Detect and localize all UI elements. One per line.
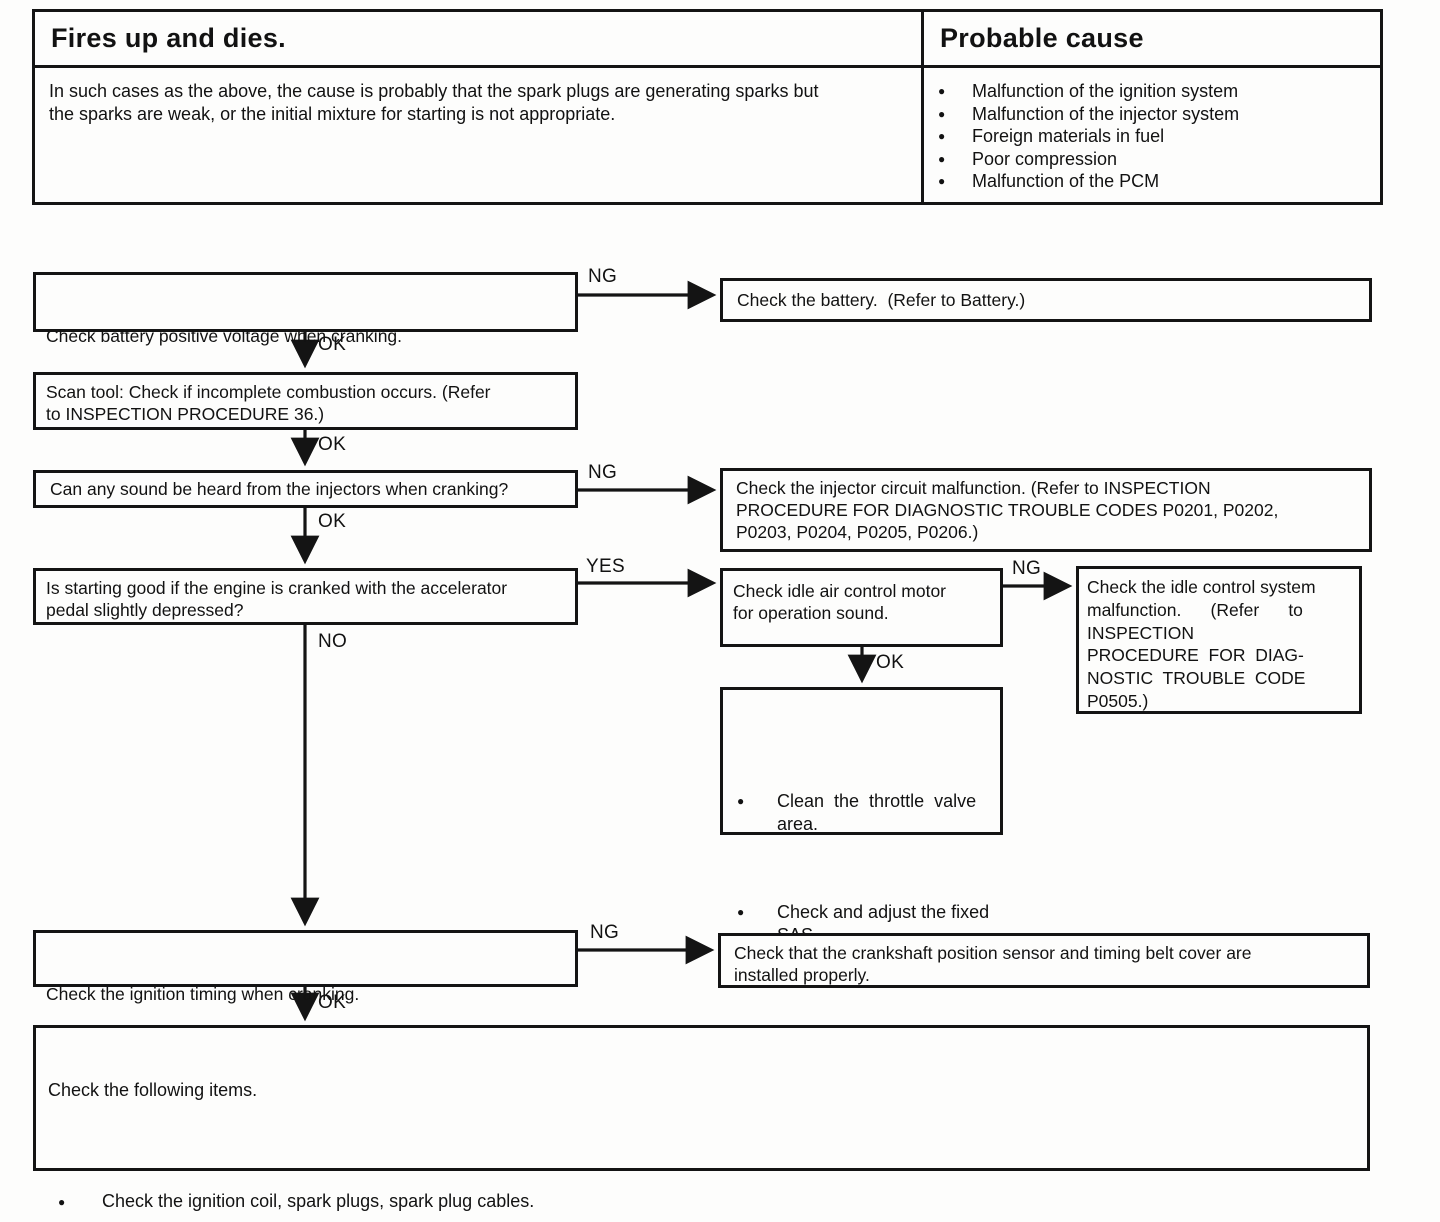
final-checks-title: Check the following items. [48,1080,258,1100]
ok-label: OK [876,652,905,673]
no-label: NO [318,631,348,652]
ok-label: OK [318,992,347,1013]
ignition-timing-box: Check the ignition timing when cranking.… [33,930,578,1070]
starting-good-box: Is starting good if the engine is cranke… [33,568,578,625]
bullet-icon: ● [938,174,946,188]
probable-cause-item: ●Malfunction of the injector system [938,103,1240,124]
bullet-icon: ● [938,151,946,166]
idle-air-motor-box: Check idle air control motor for operati… [720,568,1003,647]
probable-cause-item: ●Foreign materials in fuel [938,126,1165,146]
symptom-column: Fires up and dies. In such cases as the … [35,12,924,202]
ok-label: OK [318,511,347,532]
injector-sound-box: Can any sound be heard from the injector… [33,470,578,508]
bullet-icon: ● [737,905,745,919]
throttle-actions-box: ●Clean the throttle valve area. ●Check a… [720,687,1003,945]
symptom-table: Fires up and dies. In such cases as the … [32,9,1383,205]
throttle-action-item: ●Clean the throttle valve area. [731,790,1000,835]
probable-cause-header: Probable cause [924,12,1380,68]
probable-cause-list: ●Malfunction of the ignition system ●Mal… [924,68,1380,193]
bullet-icon: ● [58,1195,66,1209]
idle-control-system-box: Check the idle control system malfunctio… [1076,566,1362,714]
bullet-icon: ● [938,129,946,143]
scan-tool-box: Scan tool: Check if incomplete combustio… [33,372,578,430]
bullet-icon: ● [938,84,946,98]
symptom-title: Fires up and dies. [35,12,921,68]
ng-label: NG [588,266,618,287]
injector-circuit-box: Check the injector circuit malfunction. … [720,468,1372,552]
final-checks-box: Check the following items. ●Check the ig… [33,1025,1370,1211]
battery-voltage-box: Check battery positive voltage when cran… [33,272,578,412]
probable-cause-column: Probable cause ●Malfunction of the ignit… [924,12,1380,202]
probable-cause-item: ●Poor compression [938,148,1118,169]
ng-label: NG [590,922,620,943]
probable-cause-item: ●Malfunction of the ignition system [938,81,1239,101]
bullet-icon: ● [938,106,946,121]
throttle-action-item: ●Check and adjust the fixed SAS. [731,901,1000,946]
ng-label: NG [588,462,618,483]
crankshaft-sensor-box: Check that the crankshaft position senso… [718,933,1370,988]
ok-label: OK [318,434,347,455]
ok-label: OK [318,334,347,355]
check-battery-box: Check the battery. (Refer to Battery.) [720,278,1372,322]
ng-label: NG [1012,558,1042,579]
final-check-item: ●Check the ignition coil, spark plugs, s… [56,1191,1367,1214]
symptom-description: In such cases as the above, the cause is… [49,81,819,124]
bullet-icon: ● [737,794,745,808]
yes-label: YES [586,556,625,577]
probable-cause-item: ●Malfunction of the PCM [938,171,1160,191]
